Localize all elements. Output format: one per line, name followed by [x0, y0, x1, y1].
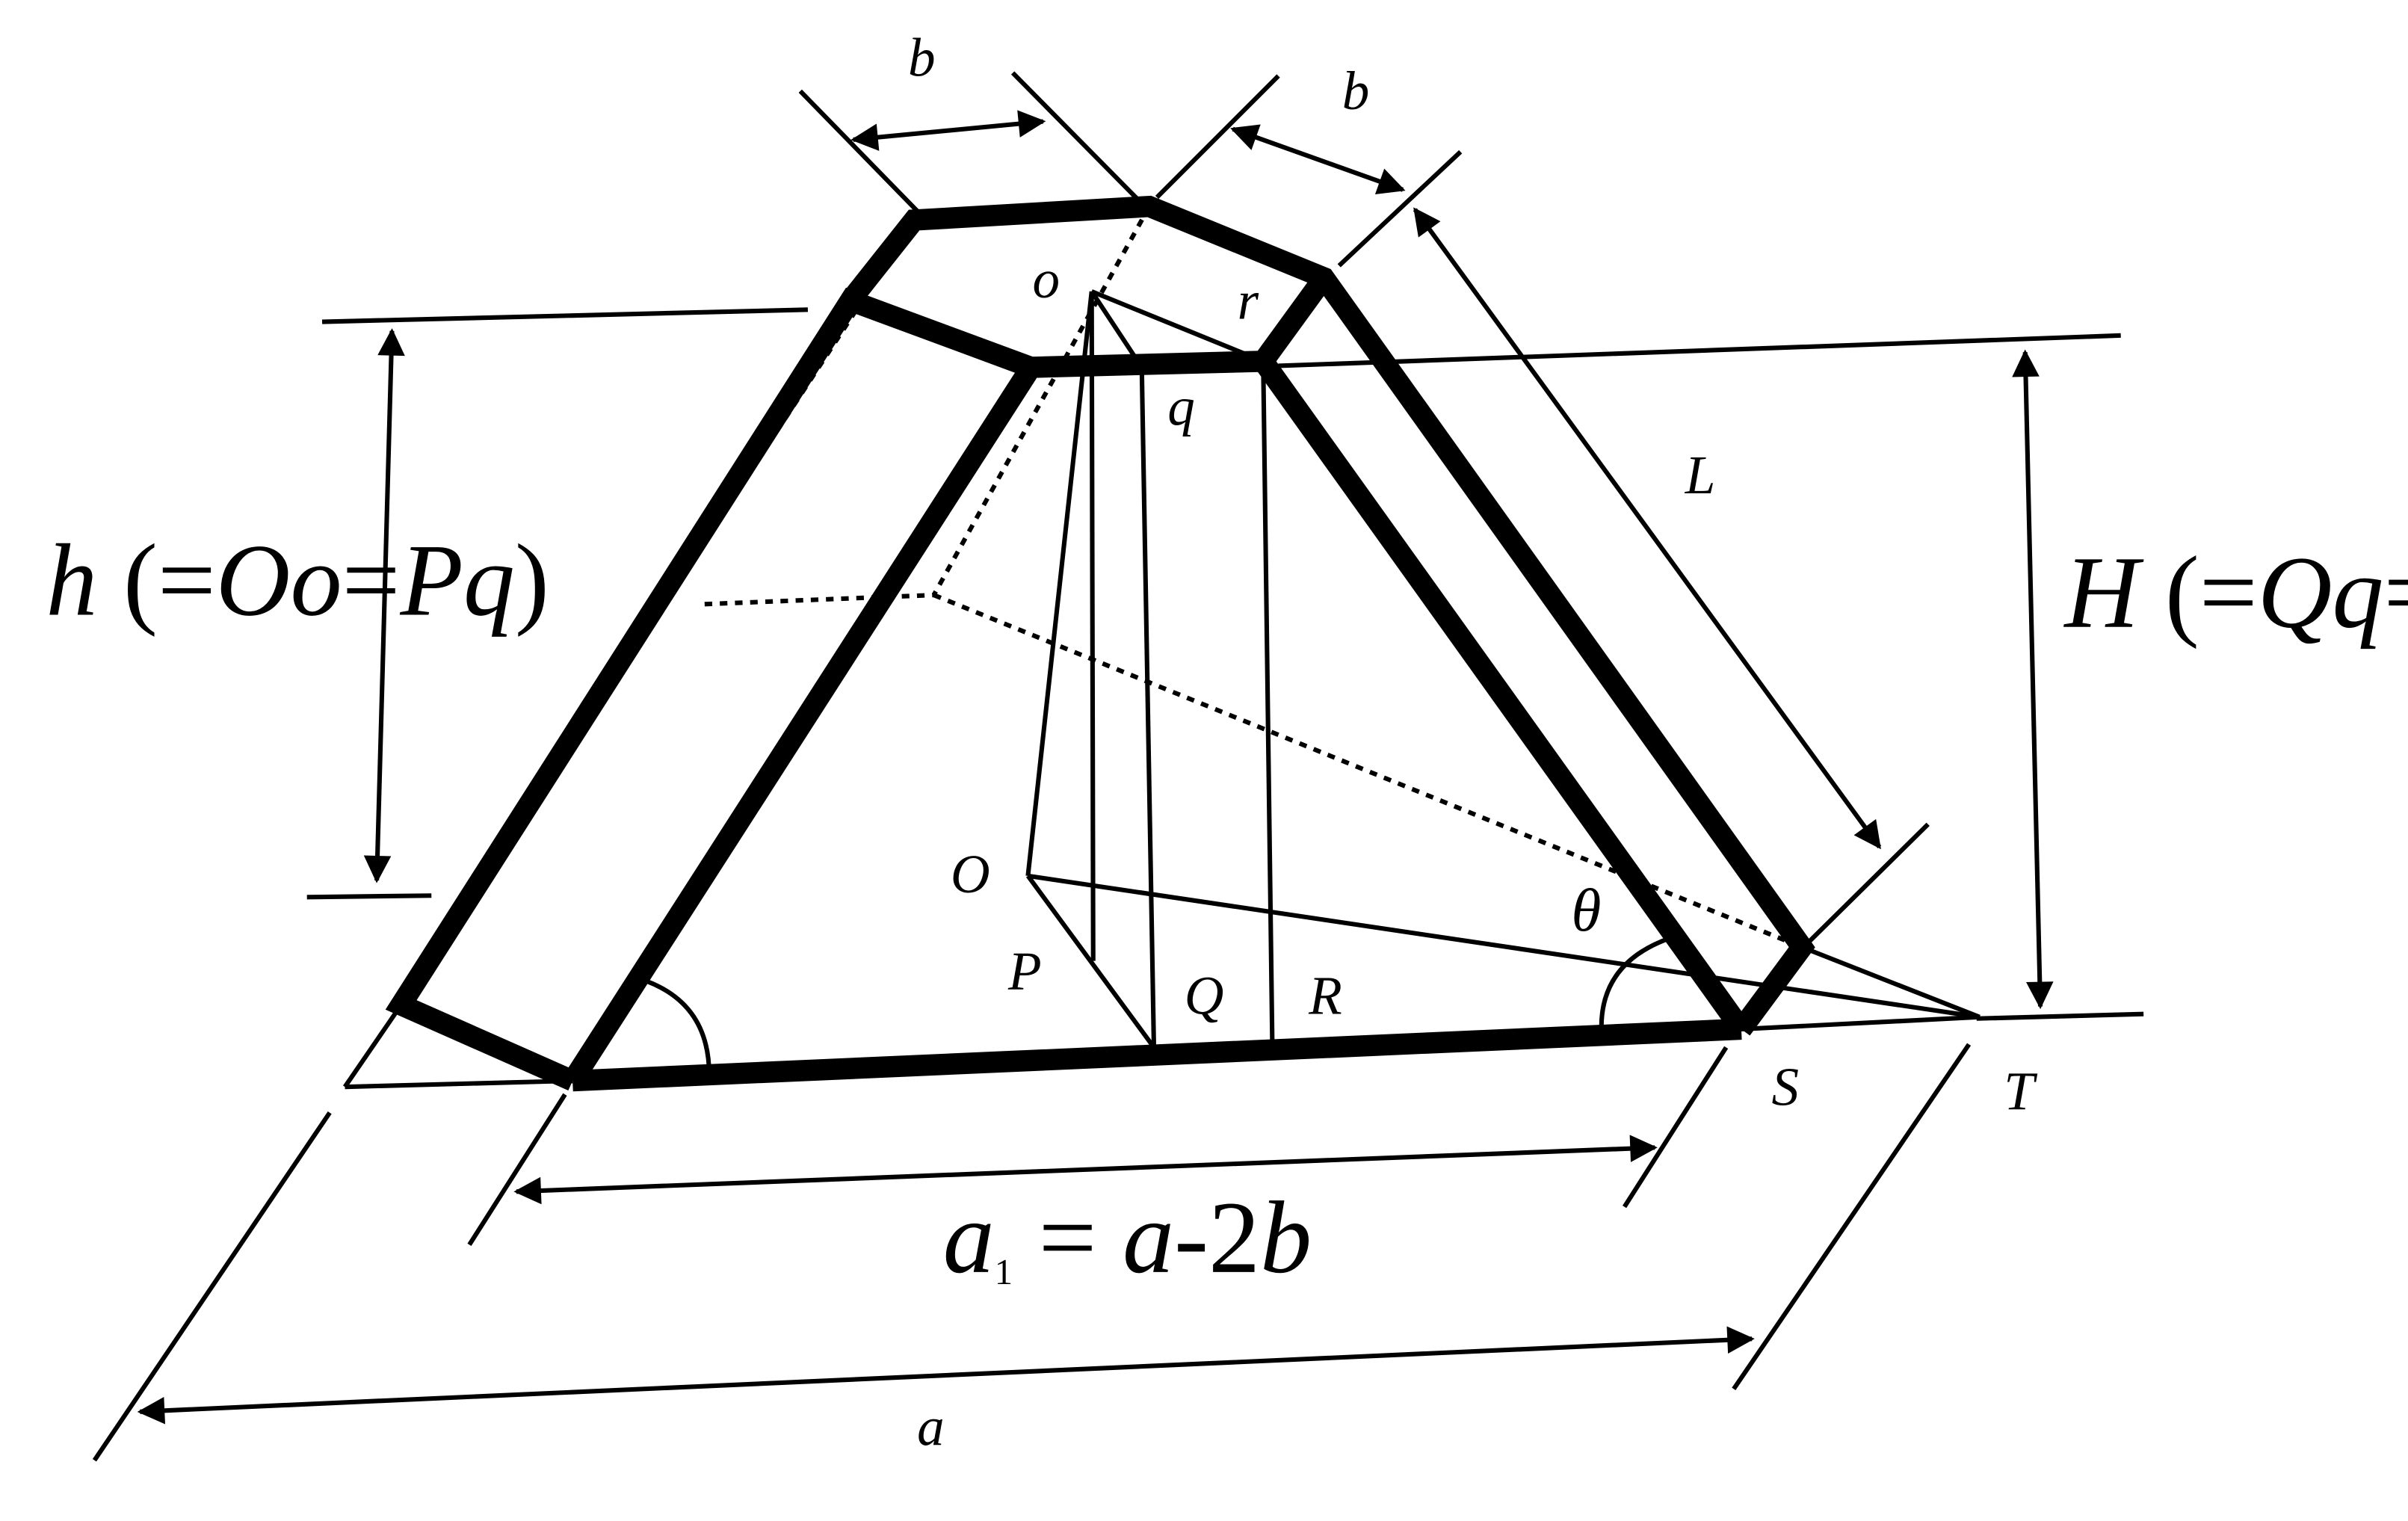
label-O: O: [951, 844, 990, 904]
h-symbol: h: [46, 523, 97, 638]
line-or: [1090, 289, 1265, 364]
label-o: o: [1033, 249, 1061, 309]
a-ext-left: [92, 1111, 332, 1462]
label-H-definition: H (=Qq=Rr): [2063, 535, 2408, 650]
a1-ext-left: [467, 1093, 567, 1247]
line-corner-T: [1801, 945, 1981, 1019]
hidden-edge-mid: [704, 593, 934, 607]
a1-ext-right: [1623, 1046, 1729, 1209]
line-qQ: [1139, 367, 1157, 1048]
h-def-close: ): [515, 523, 549, 638]
label-h-definition: h (=Oo=Pq): [46, 523, 549, 638]
a1-arrow: [513, 1135, 1658, 1205]
base-ext-left-stub: [342, 1008, 401, 1088]
a1-subscript: 1: [995, 1252, 1013, 1292]
edge-right-connector: [1254, 271, 1333, 368]
label-P: P: [1007, 941, 1042, 1002]
b-right-ext-2: [1337, 149, 1463, 268]
H-def-Qq: Qq: [2258, 535, 2384, 650]
visible-edges: [385, 195, 1815, 1092]
label-a1-definition: a1 = a-2b: [943, 1180, 1312, 1295]
b-left-ext-2: [1010, 71, 1143, 206]
H-def-open: (=: [2139, 535, 2257, 650]
a1-eq: =: [1013, 1180, 1123, 1295]
b-left-arrow: [850, 110, 1046, 151]
construction-lines: [1025, 289, 1981, 1049]
L-arrow: [1413, 207, 1882, 850]
b-left-ext-1: [798, 89, 924, 217]
hidden-edge-back: [931, 205, 1152, 596]
base-ref-line-right: [1976, 1011, 2144, 1021]
line-rR: [1261, 361, 1275, 1045]
label-R: R: [1308, 966, 1342, 1026]
angle-arcs: [640, 936, 1671, 1075]
label-T: T: [2004, 1061, 2037, 1122]
a1-a: a: [1123, 1180, 1174, 1295]
line-Oo: [1025, 291, 1094, 877]
a1-symbol: a: [943, 1180, 995, 1295]
line-S-T: [1741, 1014, 1980, 1032]
b-right-ext-1: [1155, 74, 1280, 200]
label-L: L: [1685, 445, 1716, 505]
dimension-arrows: [137, 110, 2054, 1425]
b-right-arrow: [1230, 124, 1406, 195]
label-b-right: b: [1342, 61, 1370, 121]
h-def-eq: =: [342, 523, 401, 638]
bottom-ref-line-left: [306, 893, 432, 900]
hidden-edge-diag: [933, 593, 1803, 950]
H-arrow: [2012, 349, 2054, 1010]
h-def-Oo: Oo: [216, 523, 342, 638]
label-q: q: [1167, 377, 1195, 437]
angle-arc-theta: [1599, 936, 1671, 1036]
label-r: r: [1238, 270, 1259, 330]
H-def-eq: =: [2383, 535, 2408, 650]
line-OQ: [1025, 874, 1156, 1049]
angle-arc-left: [640, 977, 711, 1075]
a-ext-right: [1732, 1043, 1972, 1391]
h-def-open: (=: [97, 523, 215, 638]
a1-minus: -2: [1174, 1180, 1260, 1295]
line-oP: [1089, 291, 1096, 961]
label-a: a: [917, 1396, 945, 1457]
label-S: S: [1772, 1057, 1800, 1117]
H-symbol: H: [2063, 535, 2144, 650]
a1-b: b: [1260, 1180, 1312, 1295]
top-ref-line-right: [1278, 333, 2121, 368]
labels: b b o r q L O P Q R θ S T a h (=Oo=Pq) H…: [46, 28, 2408, 1457]
h-def-Pq: Pq: [400, 523, 515, 638]
edge-base: [572, 1018, 1742, 1092]
edge-left-face: [385, 287, 1035, 1091]
label-Q: Q: [1185, 966, 1224, 1026]
a-arrow: [137, 1326, 1755, 1425]
label-theta: θ: [1571, 877, 1601, 944]
edge-back-top: [842, 195, 1815, 1036]
L-ext-bottom: [1808, 822, 1930, 943]
top-ref-line-left: [321, 307, 809, 324]
label-b-left: b: [908, 28, 936, 88]
h-arrow: [363, 328, 405, 883]
base-ext-left: [345, 1078, 573, 1090]
line-OT: [1027, 873, 1981, 1019]
